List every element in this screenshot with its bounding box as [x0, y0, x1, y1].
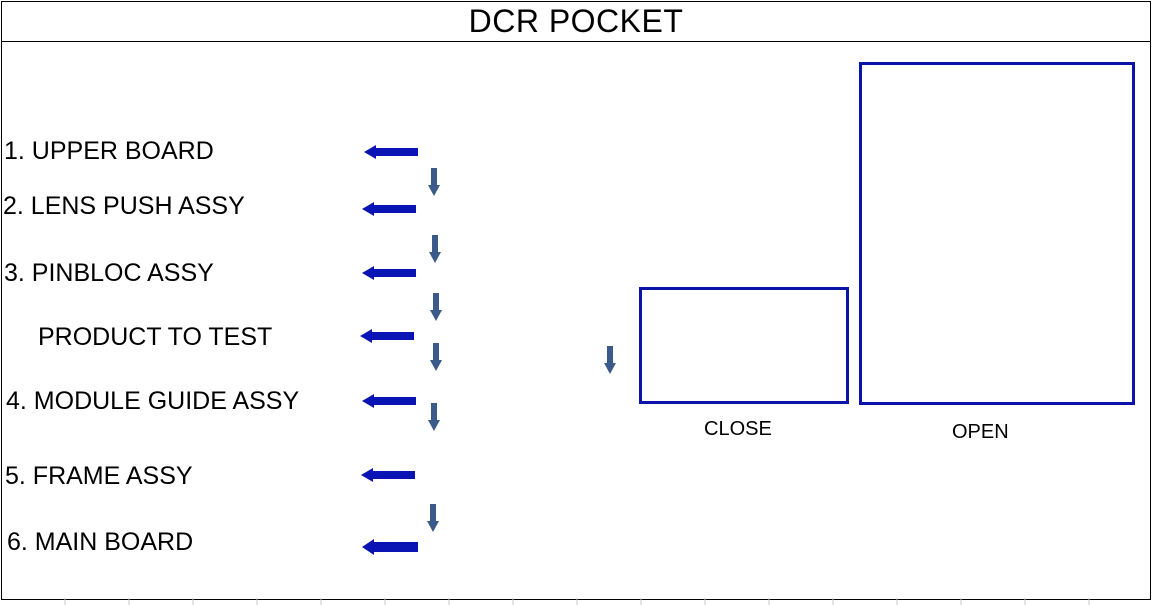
- down-arrow-icon: [427, 504, 439, 532]
- item-lens-push-assy: 2. LENS PUSH ASSY: [3, 192, 245, 220]
- down-arrow-icon: [429, 235, 441, 263]
- close-box: [639, 287, 849, 404]
- left-arrow-icon: [362, 202, 416, 216]
- item-frame-assy: 5. FRAME ASSY: [5, 462, 193, 490]
- item-main-board: 6. MAIN BOARD: [7, 528, 194, 556]
- item-product-to-test: PRODUCT TO TEST: [38, 323, 273, 351]
- down-arrow-icon: [428, 168, 440, 196]
- open-box: [859, 62, 1135, 405]
- left-arrow-icon: [364, 145, 418, 159]
- item-pinbloc-assy: 3. PINBLOC ASSY: [4, 259, 214, 287]
- item-module-guide-assy: 4. MODULE GUIDE ASSY: [6, 387, 300, 415]
- left-arrow-icon: [360, 329, 414, 343]
- down-arrow-icon: [430, 343, 442, 371]
- diagram-title: DCR POCKET: [468, 3, 684, 39]
- down-arrow-icon: [604, 346, 616, 374]
- down-arrow-icon: [430, 293, 442, 321]
- item-upper-board: 1. UPPER BOARD: [4, 137, 214, 165]
- left-arrow-icon: [362, 394, 416, 408]
- open-caption: OPEN: [952, 421, 1009, 443]
- bottom-ticks: [64, 598, 1090, 605]
- title-bar: DCR POCKET: [1, 1, 1151, 42]
- close-caption: CLOSE: [704, 418, 772, 440]
- left-arrow-icon: [361, 468, 415, 482]
- left-arrow-icon: [362, 266, 416, 280]
- left-arrow-icon: [362, 539, 418, 555]
- down-arrow-icon: [428, 403, 440, 431]
